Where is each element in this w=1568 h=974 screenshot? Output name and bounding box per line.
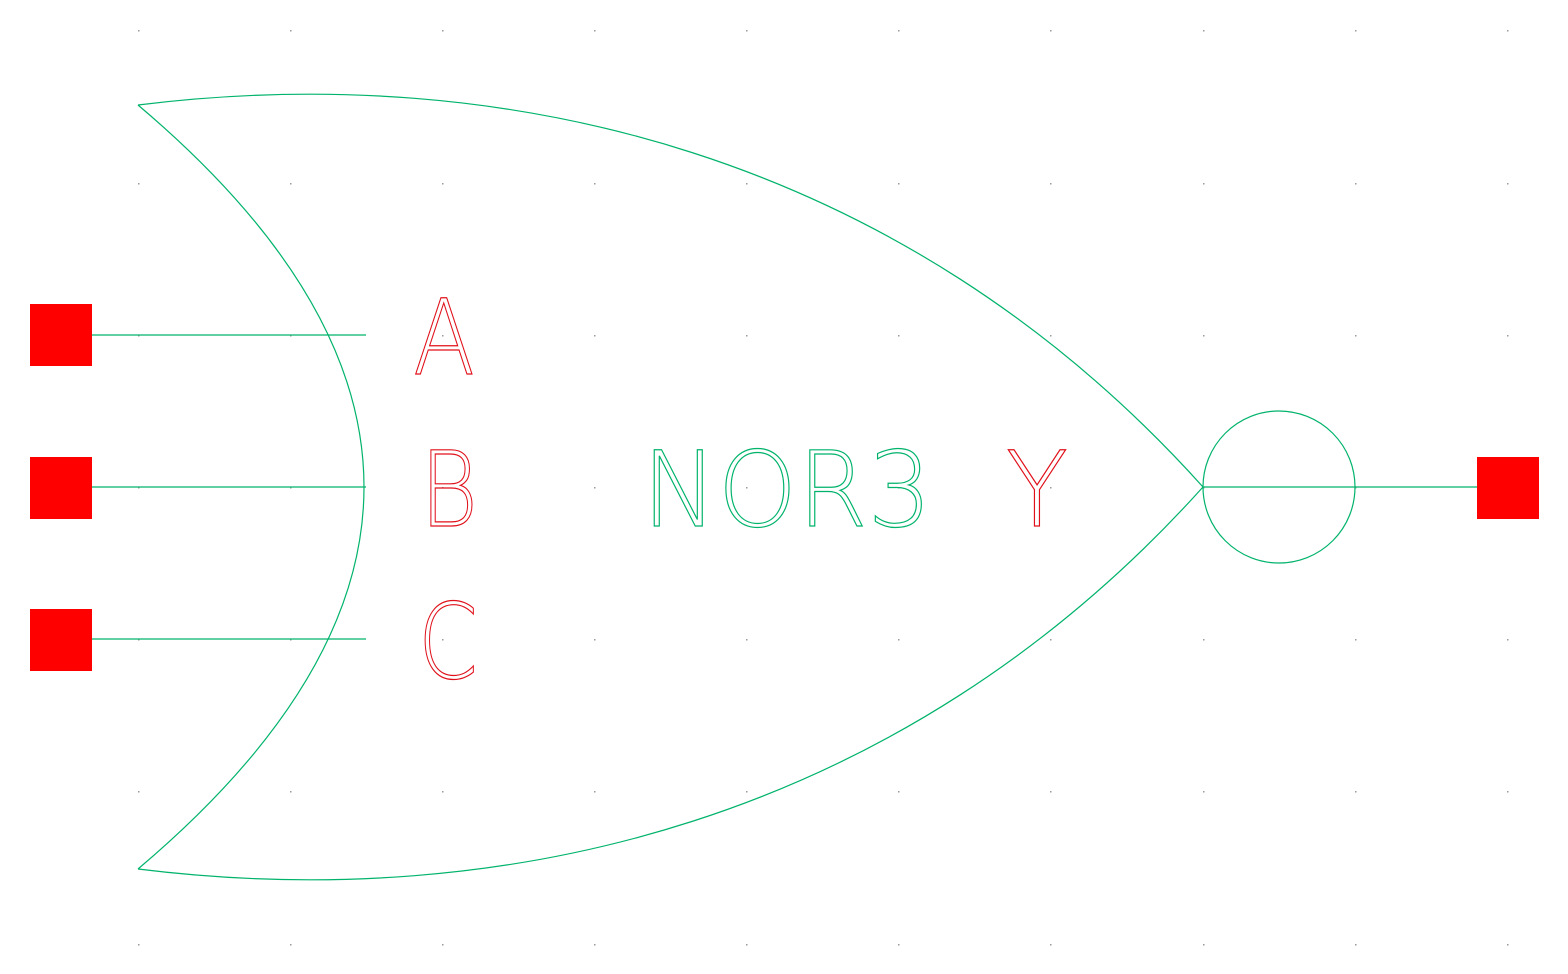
- pin-b[interactable]: [30, 457, 92, 519]
- grid-dot: [1203, 944, 1205, 946]
- grid-dot: [138, 944, 140, 946]
- grid-dot: [1507, 639, 1509, 641]
- grid-dot: [442, 639, 444, 641]
- grid-dot: [442, 791, 444, 793]
- grid-dot: [1050, 30, 1052, 32]
- pin-y[interactable]: [1477, 457, 1539, 519]
- grid-dot: [442, 944, 444, 946]
- cell-name: NOR3: [642, 429, 932, 551]
- grid-dot: [1355, 183, 1357, 185]
- grid-dot: [1050, 791, 1052, 793]
- grid-dot: [290, 30, 292, 32]
- grid-dot: [1203, 183, 1205, 185]
- grid-dot: [746, 639, 748, 641]
- gate-bottom-curve: [137, 486, 1204, 881]
- grid-dot: [746, 944, 748, 946]
- grid-dot: [594, 639, 596, 641]
- grid-dot: [290, 335, 292, 337]
- grid-dot: [1203, 487, 1205, 489]
- grid-dot: [138, 30, 140, 32]
- grid-dot: [594, 30, 596, 32]
- grid-dot: [1355, 487, 1357, 489]
- grid-dot: [1050, 639, 1052, 641]
- grid-dot: [442, 487, 444, 489]
- pin-label-a: A: [413, 277, 475, 399]
- grid-dot: [1203, 791, 1205, 793]
- grid-dot: [1355, 791, 1357, 793]
- grid-dot: [290, 791, 292, 793]
- grid-dot: [138, 335, 140, 337]
- grid-dot: [746, 183, 748, 185]
- grid-dot: [1355, 639, 1357, 641]
- grid-dot: [138, 487, 140, 489]
- grid-dot: [1355, 944, 1357, 946]
- pin-label-b: B: [420, 429, 478, 551]
- grid-dots: [138, 30, 1509, 946]
- grid-dot: [594, 183, 596, 185]
- grid-dot: [1507, 944, 1509, 946]
- grid-dot: [1203, 30, 1205, 32]
- grid-dot: [594, 335, 596, 337]
- grid-dot: [1507, 791, 1509, 793]
- grid-dot: [1203, 335, 1205, 337]
- input-wires: [92, 334, 366, 640]
- grid-dot: [290, 639, 292, 641]
- grid-dot: [746, 791, 748, 793]
- grid-dot: [290, 944, 292, 946]
- grid-dot: [290, 487, 292, 489]
- grid-dot: [746, 335, 748, 337]
- grid-dot: [898, 639, 900, 641]
- grid-dot: [898, 183, 900, 185]
- grid-dot: [138, 183, 140, 185]
- grid-dot: [1507, 30, 1509, 32]
- grid-dot: [898, 487, 900, 489]
- grid-dot: [442, 335, 444, 337]
- grid-dot: [898, 791, 900, 793]
- grid-dot: [1050, 487, 1052, 489]
- pins: [30, 304, 1539, 671]
- grid-dot: [1050, 183, 1052, 185]
- grid-dot: [138, 639, 140, 641]
- pin-label-c: C: [418, 581, 478, 703]
- gate-top-curve: [137, 93, 1204, 488]
- grid-dot: [898, 30, 900, 32]
- pin-label-y: Y: [1006, 429, 1068, 551]
- grid-dot: [594, 944, 596, 946]
- grid-dot: [746, 487, 748, 489]
- grid-dot: [442, 183, 444, 185]
- grid-dot: [746, 30, 748, 32]
- grid-dot: [138, 791, 140, 793]
- grid-dot: [290, 183, 292, 185]
- grid-dot: [1050, 335, 1052, 337]
- grid-dot: [442, 30, 444, 32]
- grid-dot: [1507, 335, 1509, 337]
- pin-c[interactable]: [30, 609, 92, 671]
- grid-dot: [1507, 183, 1509, 185]
- grid-dot: [1355, 335, 1357, 337]
- grid-dot: [1203, 639, 1205, 641]
- pin-a[interactable]: [30, 304, 92, 366]
- grid-dot: [1050, 944, 1052, 946]
- grid-dot: [898, 944, 900, 946]
- grid-dot: [1355, 30, 1357, 32]
- grid-dot: [594, 791, 596, 793]
- grid-dot: [594, 487, 596, 489]
- grid-dot: [898, 335, 900, 337]
